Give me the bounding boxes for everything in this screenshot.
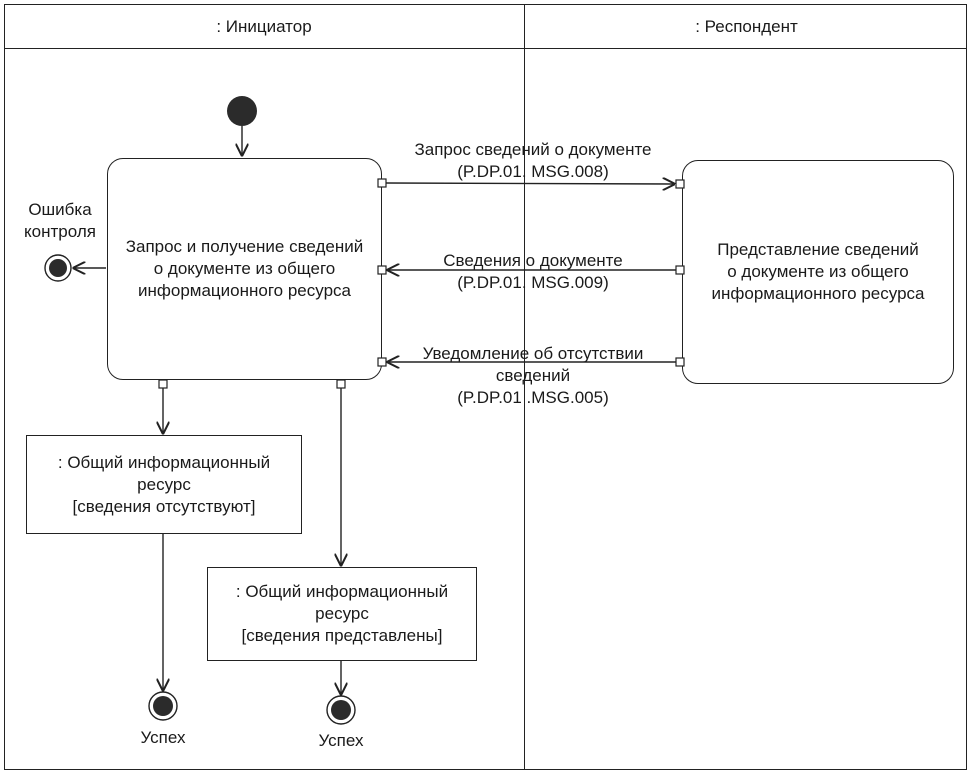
final-success-right-label: Успех bbox=[318, 731, 364, 750]
object-node-resource-present[interactable]: : Общий информационный ресурс [сведения … bbox=[207, 567, 477, 661]
pin-request-out[interactable] bbox=[377, 178, 387, 188]
diagram-frame bbox=[4, 4, 967, 770]
object-node-resource-absent[interactable]: : Общий информационный ресурс [сведения … bbox=[26, 435, 302, 534]
activity-initiator-line2: о документе из общего bbox=[153, 259, 336, 278]
message-info-code: (P.DP.01. MSG.009) bbox=[457, 273, 609, 292]
message-absence-label-block: Уведомление об отсутствии сведений (P.DP… bbox=[385, 343, 681, 409]
final-error-label-line1: Ошибка bbox=[28, 200, 92, 219]
activity-respondent-line3: информационного ресурса bbox=[711, 284, 925, 303]
swimlane-divider bbox=[524, 4, 525, 770]
message-absence-label-line1: Уведомление об отсутствии bbox=[422, 344, 644, 363]
activity-respondent-label: Представление сведений о документе из об… bbox=[683, 239, 953, 305]
pin-absence-in[interactable] bbox=[377, 357, 387, 367]
pin-info-out[interactable] bbox=[675, 265, 685, 275]
message-request-code: (P.DP.01. MSG.008) bbox=[457, 162, 609, 181]
object-absent-line1: : Общий информационный bbox=[57, 452, 271, 472]
pin-absence-out[interactable] bbox=[675, 357, 685, 367]
activity-initiator-line3: информационного ресурса bbox=[138, 281, 351, 300]
swimlane-initiator-title: : Инициатор bbox=[216, 17, 312, 36]
message-absence-code: (P.DP.01 .MSG.005) bbox=[457, 388, 609, 407]
message-request-label-block: Запрос сведений о документе (P.DP.01. MS… bbox=[385, 139, 681, 183]
flow-message-request bbox=[385, 183, 674, 184]
pin-present-out[interactable] bbox=[336, 379, 346, 389]
object-present-line2: ресурс bbox=[315, 604, 369, 623]
message-absence-label-line2: сведений bbox=[495, 366, 571, 385]
object-absent-line3: [сведения отсутствуют] bbox=[72, 496, 256, 516]
object-present-line3: [сведения представлены] bbox=[241, 626, 443, 645]
activity-respondent-line1: Представление сведений bbox=[717, 240, 919, 259]
final-error-label: Ошибка контроля bbox=[10, 199, 110, 243]
object-present-line1: : Общий информационный bbox=[235, 582, 449, 601]
swimlane-respondent-title: : Респондент bbox=[695, 17, 798, 36]
initial-node[interactable] bbox=[227, 96, 257, 126]
activity-initiator-line1: Запрос и получение сведений bbox=[125, 237, 364, 256]
activity-initiator-request[interactable]: Запрос и получение сведений о документе … bbox=[107, 158, 382, 380]
pin-request-in[interactable] bbox=[675, 179, 685, 189]
object-present-label: : Общий информационный ресурс [сведения … bbox=[208, 581, 476, 647]
final-node-success-left[interactable] bbox=[148, 691, 178, 721]
message-info-label: Сведения о документе bbox=[443, 251, 623, 270]
final-error-label-line2: контроля bbox=[24, 222, 96, 241]
final-success-left-label: Успех bbox=[140, 728, 186, 747]
swimlane-header-separator bbox=[4, 48, 967, 49]
final-node-success-right[interactable] bbox=[326, 695, 356, 725]
pin-absent-out[interactable] bbox=[158, 379, 168, 389]
object-absent-line2: ресурс bbox=[137, 474, 191, 494]
final-node-error[interactable] bbox=[44, 254, 72, 282]
activity-respondent-line2: о документе из общего bbox=[727, 262, 909, 281]
message-request-label: Запрос сведений о документе bbox=[414, 140, 652, 159]
activity-respondent-provide[interactable]: Представление сведений о документе из об… bbox=[682, 160, 954, 384]
activity-initiator-label: Запрос и получение сведений о документе … bbox=[108, 236, 381, 302]
pin-info-in[interactable] bbox=[377, 265, 387, 275]
object-absent-label: : Общий информационный ресурс [сведения … bbox=[27, 452, 301, 518]
message-info-label-block: Сведения о документе (P.DP.01. MSG.009) bbox=[385, 250, 681, 294]
